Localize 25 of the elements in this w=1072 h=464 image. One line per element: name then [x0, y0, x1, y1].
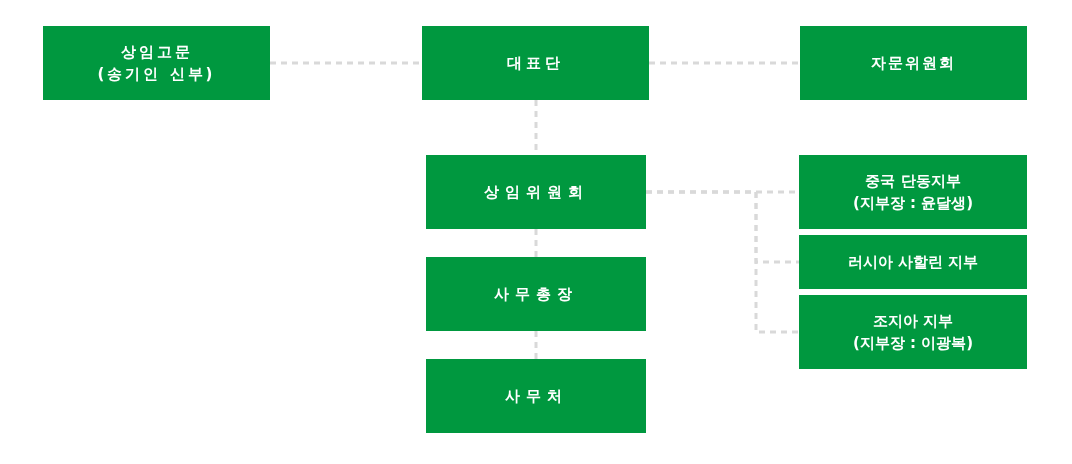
box-label: (지부장 : 이광복) [852, 333, 974, 353]
box-label: 자문위원회 [871, 53, 956, 73]
org-box [799, 295, 1027, 369]
box-label: (지부장 : 윤달생) [852, 193, 974, 213]
org-box [426, 257, 646, 331]
org-box [799, 235, 1027, 289]
box-label: 러시아 사할린 지부 [847, 252, 979, 272]
org-box [43, 26, 270, 100]
box-label: 중국 단동지부 [865, 171, 961, 191]
box-label: 상임고문 [120, 42, 193, 62]
connector-line [534, 229, 538, 257]
org-box [799, 155, 1027, 229]
org-box [422, 26, 649, 100]
box-label: 상임위원회 [483, 182, 589, 202]
connector-line [270, 61, 422, 65]
box-label: 대표단 [507, 53, 564, 73]
box-label: (송기인 신부) [97, 64, 216, 84]
org-box [426, 359, 646, 433]
box-label: 사무총장 [494, 284, 578, 304]
org-box [800, 26, 1027, 100]
box-label: 조지아 지부 [872, 311, 954, 331]
box-label: 사무처 [504, 386, 568, 406]
connector-line [534, 331, 538, 359]
org-box [426, 155, 646, 229]
connector-line [649, 61, 800, 65]
